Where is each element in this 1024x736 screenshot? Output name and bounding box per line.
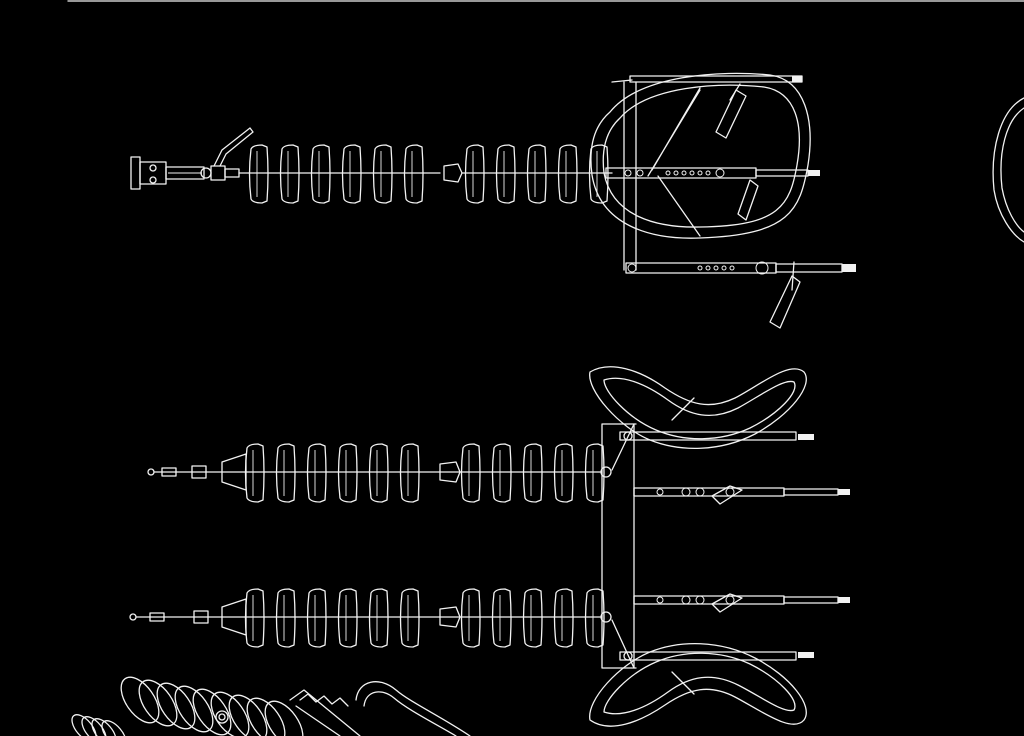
insulator-shed — [368, 443, 389, 503]
saddle-ring-lower — [589, 642, 807, 727]
insulator-shed — [337, 443, 358, 503]
insulator-shed — [553, 443, 574, 503]
yoke-frame — [601, 423, 850, 669]
perspective-shed — [174, 685, 214, 733]
insulator-shed — [306, 443, 327, 503]
insulator-shed — [275, 443, 296, 503]
perspective-shed — [246, 697, 286, 736]
insulator-shed — [399, 443, 420, 503]
string-upper — [147, 443, 612, 503]
perspective-shed — [210, 691, 250, 736]
insulator-shed — [584, 443, 605, 503]
insulator-shed — [460, 588, 481, 648]
grading-ring-assembly — [590, 72, 856, 329]
insulator-group-left — [248, 144, 424, 204]
insulator-group-left — [244, 588, 420, 648]
insulator-shed — [279, 144, 300, 204]
perspective-shed — [71, 714, 97, 736]
perspective-shed — [81, 716, 107, 736]
double-insulator-string — [129, 366, 850, 727]
insulator-shed — [557, 144, 578, 204]
insulator-shed — [553, 588, 574, 648]
insulator-shed — [341, 144, 362, 204]
insulator-shed — [399, 588, 420, 648]
insulator-shed — [522, 588, 543, 648]
single-insulator-string — [130, 72, 856, 329]
insulator-shed — [460, 443, 481, 503]
insulator-shed — [306, 588, 327, 648]
perspective-shed — [264, 700, 304, 736]
insulator-shed — [248, 144, 269, 204]
perspective-shed — [120, 676, 160, 724]
perspective-shed — [228, 694, 268, 736]
insulator-group-right — [460, 443, 605, 503]
insulator-shed — [244, 588, 265, 648]
insulator-group-right — [460, 588, 605, 648]
insulator-shed — [368, 588, 389, 648]
saddle-ring-upper — [589, 366, 807, 450]
perspective-shed — [138, 679, 178, 727]
insulator-shed — [464, 144, 485, 204]
adjacent-ring-partial — [992, 97, 1024, 243]
insulator-shed — [491, 588, 512, 648]
perspective-view-partial — [71, 676, 471, 736]
insulator-shed — [522, 443, 543, 503]
insulator-shed — [337, 588, 358, 648]
perspective-shed — [101, 720, 127, 736]
perspective-shed — [156, 682, 196, 730]
insulator-group-right — [464, 144, 609, 204]
insulator-shed — [495, 144, 516, 204]
perspective-shed — [91, 718, 117, 736]
insulator-shed — [588, 144, 609, 204]
insulator-shed — [310, 144, 331, 204]
string-joint — [443, 163, 463, 183]
string-lower — [129, 588, 612, 648]
insulator-shed — [526, 144, 547, 204]
insulator-shed — [244, 443, 265, 503]
insulator-shed — [275, 588, 296, 648]
insulator-shed — [372, 144, 393, 204]
insulator-shed — [403, 144, 424, 204]
insulator-shed — [491, 443, 512, 503]
insulator-shed — [584, 588, 605, 648]
insulator-group-left — [244, 443, 420, 503]
perspective-shed — [192, 688, 232, 736]
